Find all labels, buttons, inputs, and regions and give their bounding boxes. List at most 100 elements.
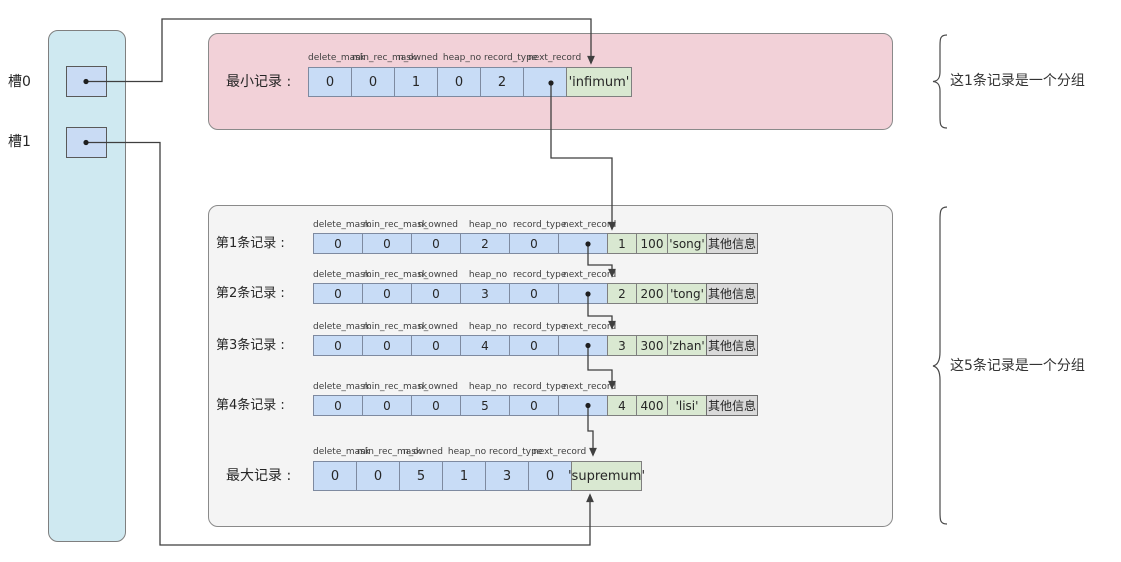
header-next-record: next_record <box>563 270 617 280</box>
supremum-record-row: 0 0 5 1 3 0 'supremum' <box>313 461 645 491</box>
key-cell: 1 <box>607 233 637 254</box>
field-value-cell: 5 <box>460 395 510 416</box>
field-value-cell: 0 <box>356 461 400 491</box>
header-next-record: next_record <box>533 447 587 457</box>
field-value-cell: 0 <box>509 395 559 416</box>
header-min-rec-mask: min_rec_mask <box>357 447 422 457</box>
page-directory-panel <box>48 30 126 542</box>
field-value-cell: 0 <box>351 67 395 97</box>
header-n-owned: n_owned <box>402 447 444 457</box>
field-value-cell: 2 <box>460 233 510 254</box>
field-value-cell: 2 <box>480 67 524 97</box>
record4-row-label: 第4条记录 : <box>216 398 285 413</box>
field-value-cell: 0 <box>308 67 352 97</box>
next-record-pointer-cell <box>523 67 567 97</box>
header-record-type: record_type <box>513 270 567 280</box>
record4-field-headers: delete_mask min_rec_mask n_owned heap_no… <box>313 382 616 393</box>
record3-field-headers: delete_mask min_rec_mask n_owned heap_no… <box>313 322 617 333</box>
field-value-cell: 1 <box>394 67 438 97</box>
supremum-payload-cell: 'supremum' <box>568 461 645 491</box>
next-record-pointer-cell <box>558 335 608 356</box>
record3-row: 0 0 0 4 0 3 300 'zhan' 其他信息 <box>313 335 758 356</box>
group-brace-bottom <box>932 206 948 525</box>
field-value-cell: 0 <box>362 233 412 254</box>
header-n-owned: n_owned <box>397 53 439 63</box>
header-next-record: next_record <box>563 322 617 332</box>
field-value-cell: 0 <box>411 335 461 356</box>
value-cell: 200 <box>636 283 668 304</box>
field-value-cell: 0 <box>362 395 412 416</box>
header-heap-no: heap_no <box>468 322 508 332</box>
header-record-type: record_type <box>484 53 538 63</box>
value-cell: 400 <box>636 395 668 416</box>
field-value-cell: 0 <box>509 335 559 356</box>
header-delete-mask: delete_mask <box>313 270 371 280</box>
field-value-cell: 3 <box>485 461 529 491</box>
header-n-owned: n_owned <box>417 382 459 392</box>
name-cell: 'song' <box>667 233 707 254</box>
supremum-field-headers: delete_mask min_rec_mask n_owned heap_no… <box>313 447 587 458</box>
field-value-cell: 0 <box>313 335 363 356</box>
field-value-cell: 4 <box>460 335 510 356</box>
group-note-bottom: 这5条记录是一个分组 <box>950 358 1085 374</box>
extra-info-cell: 其他信息 <box>706 283 758 304</box>
infimum-field-headers: delete_mask min_rec_mask n_owned heap_no… <box>308 53 582 64</box>
extra-info-cell: 其他信息 <box>706 335 758 356</box>
header-delete-mask: delete_mask <box>313 220 371 230</box>
header-heap-no: heap_no <box>442 53 482 63</box>
record4-row: 0 0 0 5 0 4 400 'lisi' 其他信息 <box>313 395 758 416</box>
field-value-cell: 0 <box>362 335 412 356</box>
field-value-cell: 1 <box>442 461 486 491</box>
next-record-pointer-cell <box>558 283 608 304</box>
record2-row-label: 第2条记录 : <box>216 286 285 301</box>
field-value-cell: 0 <box>509 283 559 304</box>
header-heap-no: heap_no <box>468 220 508 230</box>
field-value-cell: 0 <box>313 233 363 254</box>
header-record-type: record_type <box>513 322 567 332</box>
supremum-row-label: 最大记录 : <box>226 468 292 484</box>
field-value-cell: 0 <box>411 283 461 304</box>
header-n-owned: n_owned <box>417 322 459 332</box>
field-value-cell: 0 <box>313 283 363 304</box>
header-record-type: record_type <box>513 382 567 392</box>
slot1-box <box>66 127 107 158</box>
field-value-cell: 0 <box>509 233 559 254</box>
next-record-pointer-cell <box>558 233 608 254</box>
header-min-rec-mask: min_rec_mask <box>363 382 428 392</box>
name-cell: 'tong' <box>667 283 707 304</box>
record1-row-label: 第1条记录 : <box>216 236 285 251</box>
field-value-cell: 0 <box>313 395 363 416</box>
header-min-rec-mask: min_rec_mask <box>363 322 428 332</box>
group-note-top: 这1条记录是一个分组 <box>950 73 1085 89</box>
header-record-type: record_type <box>513 220 567 230</box>
slot0-label: 槽0 <box>8 74 31 90</box>
field-value-cell: 0 <box>411 395 461 416</box>
header-record-type: record_type <box>489 447 543 457</box>
extra-info-cell: 其他信息 <box>706 395 758 416</box>
record1-field-headers: delete_mask min_rec_mask n_owned heap_no… <box>313 220 617 231</box>
header-next-record: next_record <box>528 53 582 63</box>
next-record-pointer-cell <box>558 395 608 416</box>
infimum-payload-cell: 'infimum' <box>566 67 632 97</box>
field-value-cell: 3 <box>460 283 510 304</box>
record2-field-headers: delete_mask min_rec_mask n_owned heap_no… <box>313 270 617 281</box>
header-delete-mask: delete_mask <box>313 447 371 457</box>
field-value-cell: 5 <box>399 461 443 491</box>
header-heap-no: heap_no <box>468 270 508 280</box>
header-min-rec-mask: min_rec_mask <box>363 220 428 230</box>
slot1-label: 槽1 <box>8 134 31 150</box>
group-brace-top <box>932 34 948 129</box>
field-value-cell: 0 <box>362 283 412 304</box>
field-value-cell: 0 <box>313 461 357 491</box>
header-delete-mask: delete_mask <box>313 322 371 332</box>
record2-row: 0 0 0 3 0 2 200 'tong' 其他信息 <box>313 283 758 304</box>
infimum-row-label: 最小记录 : <box>226 74 292 90</box>
header-next-record: next_record <box>563 220 617 230</box>
header-min-rec-mask: min_rec_mask <box>352 53 417 63</box>
value-cell: 100 <box>636 233 668 254</box>
name-cell: 'lisi' <box>667 395 707 416</box>
next-record-value-cell: 0 <box>528 461 572 491</box>
header-delete-mask: delete_mask <box>313 382 371 392</box>
extra-info-cell: 其他信息 <box>706 233 758 254</box>
